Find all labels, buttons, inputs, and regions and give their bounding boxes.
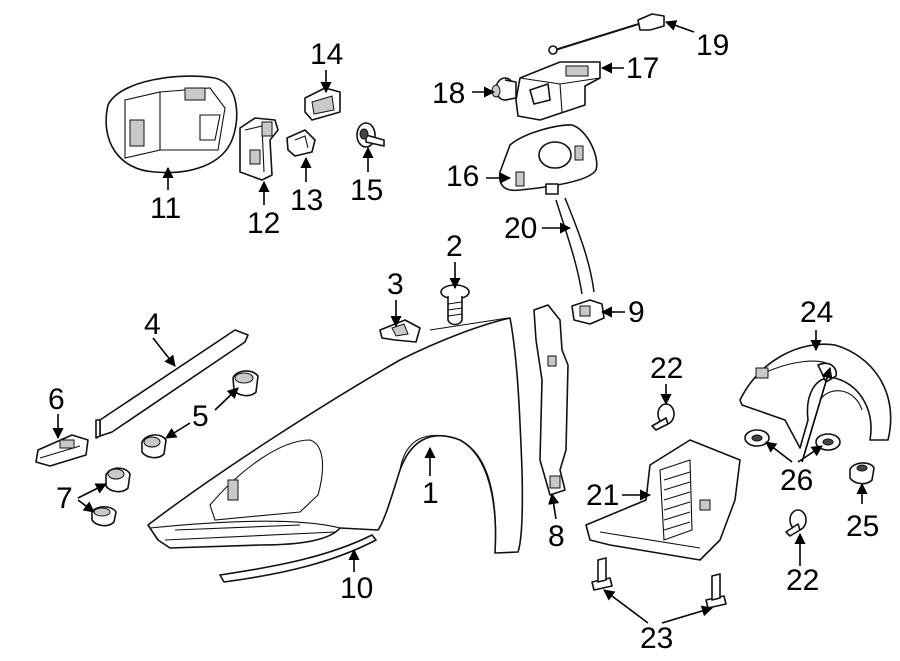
callout-3: 3 bbox=[387, 268, 404, 301]
part-2-bolt bbox=[440, 284, 470, 326]
part-13-clip bbox=[286, 129, 316, 157]
part-8-seal bbox=[533, 304, 569, 496]
callout-8: 8 bbox=[548, 520, 565, 553]
callout-14: 14 bbox=[310, 38, 343, 71]
part-11-cover-plate bbox=[105, 75, 238, 174]
part-20-drain-hose bbox=[555, 197, 595, 295]
leader-lines bbox=[52, 20, 868, 624]
part-16-fuel-door-housing bbox=[498, 124, 598, 195]
part-7-grommets bbox=[91, 467, 131, 527]
callout-11: 11 bbox=[150, 192, 181, 225]
callout-20: 20 bbox=[504, 212, 537, 245]
part-18-grommet bbox=[491, 77, 517, 101]
callout-17: 17 bbox=[626, 52, 659, 85]
callout-22-bottom: 22 bbox=[786, 564, 819, 597]
part-23-bolts bbox=[591, 557, 727, 609]
callout-12: 12 bbox=[247, 207, 280, 240]
callout-labels: 1 2 3 4 5 6 7 8 9 10 11 12 13 14 15 16 1… bbox=[48, 29, 879, 655]
part-25-grommet bbox=[849, 462, 875, 485]
part-19-cable bbox=[548, 13, 665, 55]
part-22-screws bbox=[651, 403, 807, 537]
callout-18: 18 bbox=[432, 77, 465, 110]
callout-15: 15 bbox=[350, 174, 383, 207]
part-12-bracket bbox=[239, 117, 279, 181]
part-9-connector bbox=[571, 299, 605, 325]
callout-6: 6 bbox=[48, 383, 65, 416]
part-15-push-pin bbox=[356, 122, 385, 148]
part-4-strip bbox=[95, 329, 249, 439]
part-14-clip bbox=[304, 87, 341, 121]
part-17-release-mechanism bbox=[515, 61, 601, 121]
callout-9: 9 bbox=[628, 296, 645, 329]
part-10-molding bbox=[219, 534, 377, 583]
callout-7: 7 bbox=[56, 482, 73, 515]
callout-5: 5 bbox=[192, 400, 209, 433]
part-5-grommets bbox=[141, 370, 259, 459]
part-21-splash-shield bbox=[585, 439, 741, 561]
part-1-fender bbox=[147, 317, 524, 554]
callout-22-top: 22 bbox=[650, 352, 683, 385]
callout-10: 10 bbox=[340, 572, 373, 605]
callout-13: 13 bbox=[290, 184, 323, 217]
callout-24: 24 bbox=[800, 296, 833, 329]
callout-16: 16 bbox=[446, 160, 479, 193]
callout-26: 26 bbox=[780, 464, 813, 497]
part-3-bracket bbox=[379, 319, 421, 343]
callout-19: 19 bbox=[696, 29, 729, 62]
callout-2: 2 bbox=[446, 230, 463, 263]
callout-21: 21 bbox=[586, 479, 619, 512]
callout-25: 25 bbox=[846, 510, 879, 543]
part-6-bracket bbox=[35, 434, 89, 467]
callout-1: 1 bbox=[422, 477, 439, 510]
callout-23: 23 bbox=[640, 622, 673, 655]
callout-4: 4 bbox=[144, 308, 161, 341]
